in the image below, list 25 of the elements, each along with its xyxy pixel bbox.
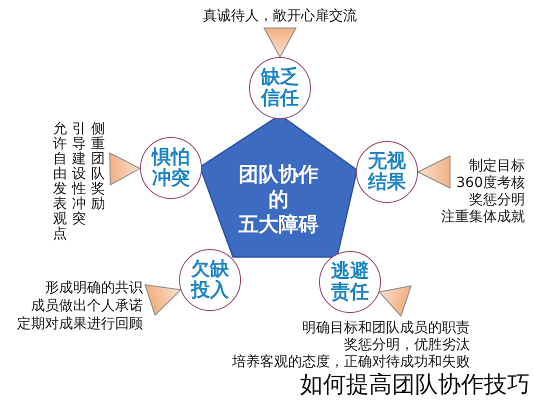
callout-text: 侧重团队奖励 [90, 122, 106, 212]
callout-text: 注重集体成就 [441, 209, 525, 226]
topic-circle: 无视结果 [356, 141, 418, 203]
callout-text: 制定目标 [469, 158, 525, 175]
callout-text: 定期对成果进行回顾 [17, 315, 143, 333]
pointer-arrow [109, 152, 140, 186]
pointer-arrow [378, 285, 412, 317]
topic-circle: 欠缺投入 [179, 249, 241, 311]
callout-text: 360度考核 [456, 175, 525, 192]
topic-circle: 惧怕冲突 [140, 137, 202, 199]
callout-text: 引导建设性冲突 [71, 122, 87, 227]
callout-text: 奖惩分明 [469, 192, 525, 209]
topic-circle: 缺乏信任 [249, 57, 311, 119]
callout-text: 形成明确的共识 [45, 279, 143, 297]
callout-text: 真诚待人，敞开心扉交流 [203, 8, 357, 25]
callout-text: 允许自由发表观点 [52, 122, 68, 242]
pointer-arrow [418, 156, 450, 188]
topic-circle: 逃避责任 [319, 251, 381, 313]
pointer-arrow [144, 284, 182, 316]
callout-text: 培养客观的态度，正确对待成功和失败 [232, 354, 470, 371]
callout-text: 明确目标和团队成员的职责 [302, 320, 470, 337]
pointer-arrow [264, 28, 296, 58]
callout-text: 奖惩分明，优胜劣汰 [344, 337, 470, 354]
caption: 如何提高团队协作技巧 [300, 372, 530, 398]
callout-text: 成员做出个人承诺 [31, 297, 143, 315]
